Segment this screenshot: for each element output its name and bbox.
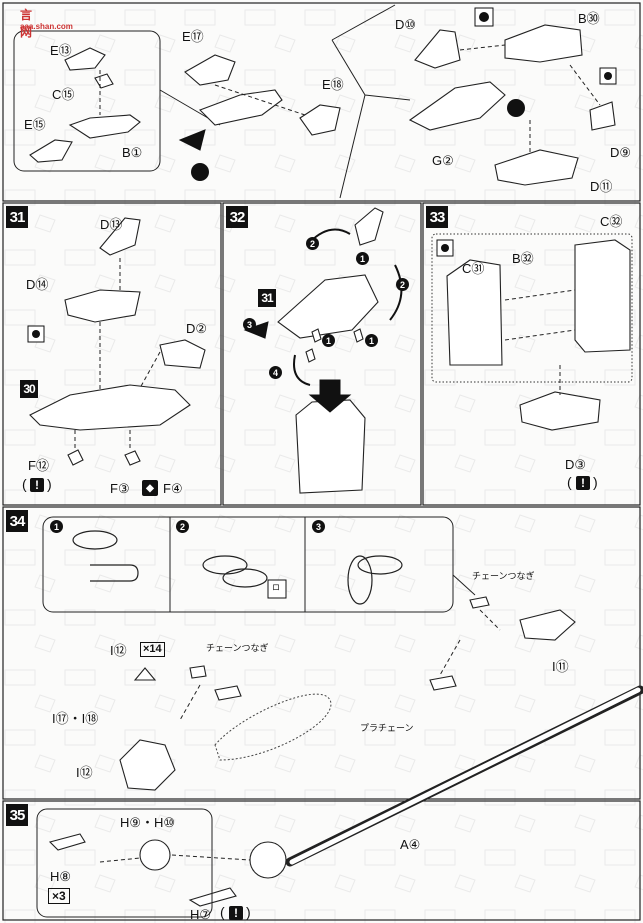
chain-callout-box xyxy=(42,516,454,613)
chain-link-icon-label: ロ xyxy=(272,583,280,592)
part-d11: D⑪ xyxy=(590,179,613,194)
part-d2: D② xyxy=(186,321,208,336)
paren-open-35: ( xyxy=(220,904,225,920)
part-e13: E⑬ xyxy=(50,43,72,58)
caution-icon: ! xyxy=(30,478,44,492)
swap-icon: ◆ xyxy=(142,480,158,496)
blade-subassembly-box xyxy=(36,808,213,918)
quantity-x3: ×3 xyxy=(48,888,70,904)
part-b30: B㉚ xyxy=(578,11,600,26)
step-35-number: 35 xyxy=(6,804,28,826)
part-i11: I⑪ xyxy=(552,659,569,674)
part-d10: D⑩ xyxy=(395,17,417,32)
paren-open: ( xyxy=(22,476,27,492)
chain-link-label-right: チェーンつなぎ xyxy=(472,571,535,581)
caution-icon-33: ! xyxy=(576,476,590,490)
part-d13: D⑬ xyxy=(100,217,123,232)
part-d14: D⑭ xyxy=(26,277,49,292)
sub-step-1c: 1 xyxy=(365,334,378,347)
step-32-number: 32 xyxy=(226,206,248,228)
part-e17: E⑰ xyxy=(182,29,204,44)
quantity-x14: ×14 xyxy=(140,642,165,657)
paren-close-35: ) xyxy=(246,904,251,920)
plastic-chain-label: プラチェーン xyxy=(360,723,414,733)
part-h7: H⑦ xyxy=(190,907,212,922)
part-f4: F④ xyxy=(163,481,183,496)
part-f12: F⑫ xyxy=(28,458,49,473)
part-c15: C⑮ xyxy=(52,87,75,102)
part-h8: H⑧ xyxy=(50,869,72,884)
chain-link-label-left: チェーンつなぎ xyxy=(206,643,269,653)
part-b1: B① xyxy=(122,145,143,160)
part-d9: D⑨ xyxy=(610,145,632,160)
sub-step-2b: 2 xyxy=(396,278,409,291)
part-e18: E⑱ xyxy=(322,77,344,92)
step-33-number: 33 xyxy=(426,206,448,228)
paren-close: ) xyxy=(47,476,52,492)
part-g2: G② xyxy=(432,153,454,168)
sub-step-1a: 1 xyxy=(356,252,369,265)
part-a4: A④ xyxy=(400,837,421,852)
part-c32: C㉜ xyxy=(600,214,623,229)
chain-sub-2: 2 xyxy=(176,520,189,533)
sub-step-2a: 2 xyxy=(306,237,319,250)
assembly-box xyxy=(431,233,633,383)
part-e15: E⑮ xyxy=(24,117,46,132)
part-d3: D③ xyxy=(565,457,587,472)
ref-step-31: 31 xyxy=(258,289,276,307)
part-i12b: I⑫ xyxy=(76,765,93,780)
chain-sub-1: 1 xyxy=(50,520,63,533)
paren-open-33: ( xyxy=(567,474,572,490)
part-f3: F③ xyxy=(110,481,130,496)
sub-step-1b: 1 xyxy=(322,334,335,347)
step-34-number: 34 xyxy=(6,510,28,532)
ref-step-30: 30 xyxy=(20,380,38,398)
part-i17-i18: I⑰・I⑱ xyxy=(52,711,99,726)
sub-step-4: 4 xyxy=(269,366,282,379)
watermark-url: aaa.shan.com xyxy=(20,22,73,31)
caution-icon-35: ! xyxy=(229,906,243,920)
watermark-cn: 言 网 xyxy=(20,8,33,39)
chain-sub-3: 3 xyxy=(312,520,325,533)
part-b32: B㉜ xyxy=(512,251,534,266)
part-i12: I⑫ xyxy=(110,643,127,658)
sub-step-3: 3 xyxy=(243,318,256,331)
step-31-number: 31 xyxy=(6,206,28,228)
paren-close-33: ) xyxy=(593,474,598,490)
part-c31: C㉛ xyxy=(462,261,485,276)
subassembly-box xyxy=(13,30,161,172)
part-h9-h10: H⑨・H⑩ xyxy=(120,815,176,830)
